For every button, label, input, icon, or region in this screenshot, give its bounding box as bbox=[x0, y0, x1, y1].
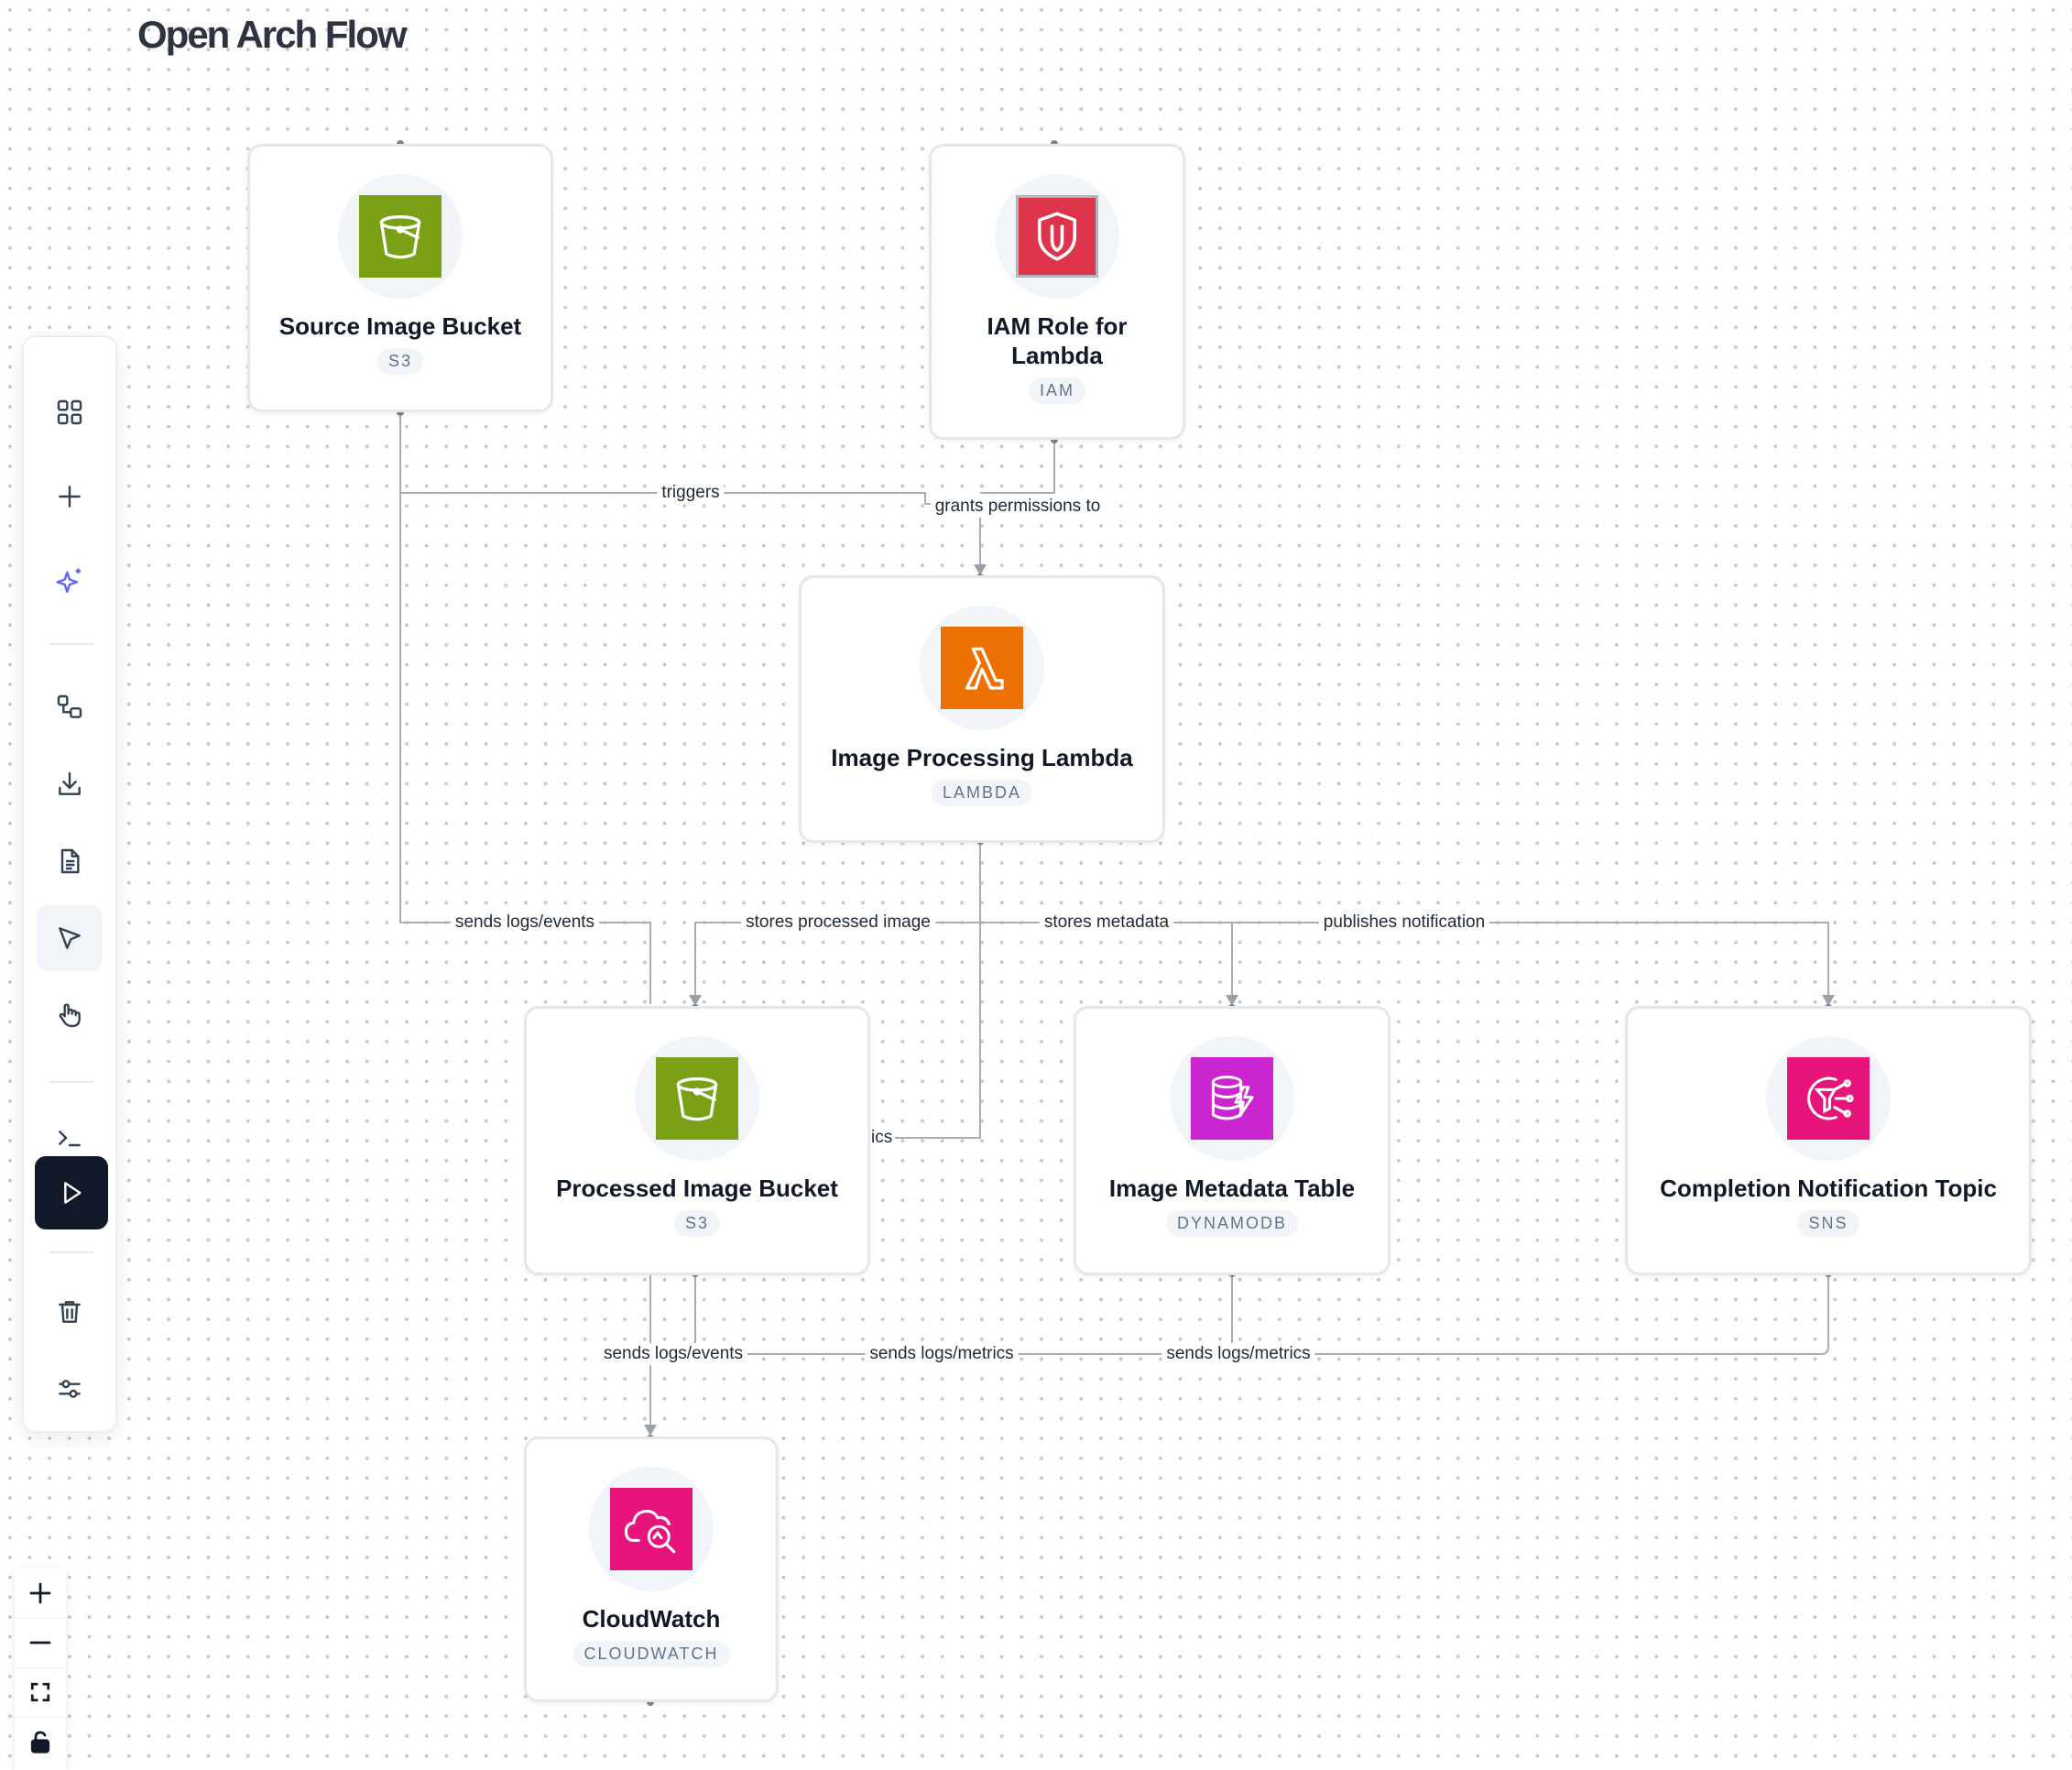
hand-icon[interactable] bbox=[37, 982, 103, 1048]
edge-label-sends-logs-events-2[interactable]: sends logs/events bbox=[598, 1343, 748, 1365]
node-processed-image-bucket[interactable]: Processed Image Bucket S3 bbox=[524, 1006, 870, 1275]
node-iam-role[interactable]: IAM Role for Lambda IAM bbox=[929, 144, 1185, 440]
play-icon[interactable] bbox=[35, 1156, 108, 1229]
node-completion-notification-topic[interactable]: Completion Notification Topic SNS bbox=[1625, 1006, 2032, 1275]
node-type-badge: IAM bbox=[1028, 377, 1085, 404]
edge-label-sends-logs-metrics-1[interactable]: sends logs/metrics bbox=[865, 1343, 1019, 1365]
icon-halo bbox=[338, 174, 463, 299]
bucket-icon bbox=[656, 1057, 738, 1140]
edge-label-sends-logs-metrics-2[interactable]: sends logs/metrics bbox=[1161, 1343, 1315, 1365]
left-toolbar bbox=[22, 335, 117, 1433]
pointer-icon[interactable] bbox=[37, 905, 103, 971]
edge-grants-permissions[interactable] bbox=[980, 440, 1055, 494]
plus-icon[interactable] bbox=[37, 464, 103, 530]
cloud-search-icon bbox=[610, 1488, 692, 1570]
arrow-into-cloudwatch bbox=[644, 1425, 657, 1436]
edge-label-lambda-metrics[interactable]: ics bbox=[868, 1127, 896, 1149]
edge-label-stores-processed-image[interactable]: stores processed image bbox=[741, 912, 935, 934]
node-type-badge: CLOUDWATCH bbox=[573, 1641, 730, 1667]
edge-label-publishes-notification[interactable]: publishes notification bbox=[1318, 912, 1490, 934]
icon-halo bbox=[589, 1467, 714, 1591]
zoom-controls bbox=[15, 1568, 66, 1770]
node-type-badge: LAMBDA bbox=[931, 780, 1033, 806]
trash-icon[interactable] bbox=[37, 1279, 103, 1345]
lambda-icon bbox=[941, 627, 1023, 709]
node-type-badge: DYNAMODB bbox=[1165, 1210, 1298, 1237]
node-cloudwatch[interactable]: CloudWatch CLOUDWATCH bbox=[524, 1437, 779, 1702]
lock-icon[interactable] bbox=[15, 1717, 66, 1766]
edge-publishes-notification[interactable] bbox=[1232, 922, 1829, 999]
icon-halo bbox=[1170, 1036, 1294, 1161]
edge-label-triggers[interactable]: triggers bbox=[657, 482, 725, 504]
zoom-in-icon[interactable] bbox=[15, 1568, 66, 1619]
edge-label-grants-permissions[interactable]: grants permissions to bbox=[930, 496, 1106, 518]
icon-halo bbox=[995, 174, 1119, 299]
node-title: Image Metadata Table bbox=[1108, 1175, 1356, 1202]
toolbar-divider bbox=[49, 1251, 93, 1253]
node-type-badge: S3 bbox=[673, 1210, 721, 1237]
node-source-image-bucket[interactable]: Source Image Bucket S3 bbox=[247, 144, 553, 412]
sliders-icon[interactable] bbox=[37, 1356, 103, 1422]
grid-icon[interactable] bbox=[37, 379, 103, 445]
arrow-into-lambda bbox=[974, 564, 987, 575]
edge-metadata-metrics[interactable] bbox=[650, 1273, 1233, 1355]
zoom-out-icon[interactable] bbox=[15, 1618, 66, 1668]
shapes-icon[interactable] bbox=[37, 674, 103, 740]
edge-label-stores-metadata[interactable]: stores metadata bbox=[1039, 912, 1174, 934]
app-title: Open Arch Flow bbox=[137, 13, 407, 56]
node-title: IAM Role for Lambda bbox=[987, 312, 1128, 369]
arrow-into-notification-topic bbox=[1822, 995, 1835, 1006]
edge-topic-metrics[interactable] bbox=[1232, 1273, 1829, 1355]
icon-halo bbox=[920, 606, 1044, 730]
node-image-processing-lambda[interactable]: Image Processing Lambda LAMBDA bbox=[799, 575, 1165, 843]
toolbar-divider bbox=[49, 1081, 93, 1083]
node-image-metadata-table[interactable]: Image Metadata Table DYNAMODB bbox=[1074, 1006, 1390, 1275]
fit-view-icon[interactable] bbox=[15, 1667, 66, 1718]
node-title: Processed Image Bucket bbox=[556, 1175, 838, 1202]
toolbar-divider bbox=[49, 643, 93, 645]
sparkle-icon[interactable] bbox=[37, 548, 103, 614]
terminal-icon[interactable] bbox=[37, 1105, 103, 1171]
icon-halo bbox=[635, 1036, 759, 1161]
node-title: Image Processing Lambda bbox=[831, 744, 1133, 771]
node-type-badge: S3 bbox=[376, 348, 424, 375]
document-icon[interactable] bbox=[37, 828, 103, 894]
arrow-into-metadata-table bbox=[1226, 995, 1238, 1006]
sns-topic-icon bbox=[1787, 1057, 1870, 1140]
shield-icon bbox=[1016, 195, 1098, 278]
icon-halo bbox=[1766, 1036, 1891, 1161]
node-title: Completion Notification Topic bbox=[1660, 1175, 1997, 1202]
edge-processed-logs-2[interactable] bbox=[650, 1273, 696, 1355]
arrow-into-processed-bucket bbox=[689, 995, 702, 1006]
edge-stores-metadata[interactable] bbox=[980, 922, 1233, 999]
database-bolt-icon bbox=[1191, 1057, 1273, 1140]
edge-lambda-metrics[interactable] bbox=[870, 841, 981, 1139]
node-type-badge: SNS bbox=[1797, 1210, 1859, 1237]
node-title: Source Image Bucket bbox=[278, 312, 522, 340]
edge-label-sends-logs-events[interactable]: sends logs/events bbox=[450, 912, 600, 934]
download-icon[interactable] bbox=[37, 751, 103, 817]
node-title: CloudWatch bbox=[582, 1605, 721, 1633]
bucket-icon bbox=[359, 195, 442, 278]
